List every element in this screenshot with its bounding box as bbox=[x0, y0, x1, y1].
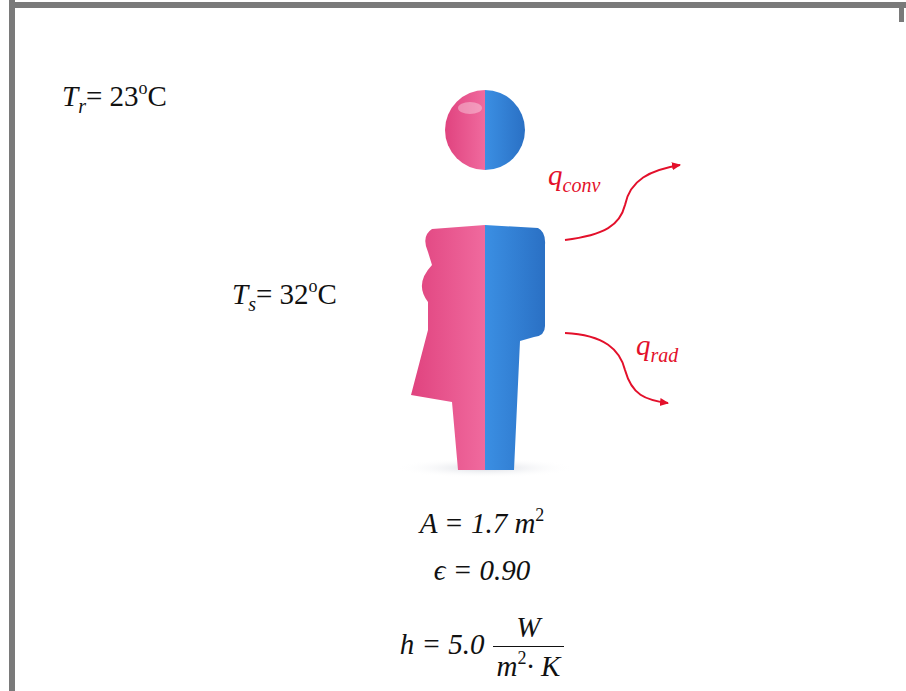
numerator: W bbox=[493, 612, 565, 647]
subscript: r bbox=[78, 95, 86, 117]
body-blue bbox=[485, 225, 545, 470]
body-pink bbox=[411, 225, 485, 470]
unit: m bbox=[497, 650, 518, 682]
value: = 23 bbox=[86, 80, 139, 112]
value: = 32 bbox=[256, 278, 309, 310]
convection-coefficient: h = 5.0Wm2· K bbox=[400, 612, 565, 683]
unit: · K bbox=[526, 650, 560, 682]
head-highlight bbox=[458, 102, 482, 114]
frame-left bbox=[9, 0, 15, 691]
symbol: T bbox=[232, 278, 248, 310]
radiation-arrow bbox=[565, 333, 668, 403]
subscript: conv bbox=[563, 174, 601, 196]
exponent: 2 bbox=[535, 505, 544, 525]
symbol: q bbox=[548, 159, 563, 191]
denominator: m2· K bbox=[493, 647, 565, 683]
subscript: rad bbox=[651, 344, 679, 366]
symbol: T bbox=[62, 80, 78, 112]
degree-mark: o bbox=[309, 276, 318, 296]
head-blue bbox=[485, 90, 525, 170]
emissivity-value: ϵ = 0.90 bbox=[434, 553, 531, 588]
unit: C bbox=[148, 80, 167, 112]
room-temperature: Tr= 23oC bbox=[62, 78, 167, 118]
frame-top bbox=[9, 2, 906, 8]
convection-label: qconv bbox=[548, 158, 600, 197]
symbol: q bbox=[636, 329, 651, 361]
unit: C bbox=[318, 278, 337, 310]
degree-mark: o bbox=[139, 78, 148, 98]
exponent: 2 bbox=[517, 648, 526, 668]
skin-temperature: Ts= 32oC bbox=[232, 276, 337, 316]
frame-right bbox=[899, 2, 904, 22]
area-value: A = 1.7 m2 bbox=[420, 505, 545, 541]
value: h = 5.0 bbox=[400, 628, 485, 660]
head-pink bbox=[445, 90, 485, 170]
radiation-label: qrad bbox=[636, 328, 678, 367]
subscript: s bbox=[248, 293, 256, 315]
value: A = 1.7 m bbox=[420, 507, 536, 539]
unit-fraction: Wm2· K bbox=[493, 612, 565, 683]
value: ϵ = 0.90 bbox=[434, 554, 531, 586]
unit: W bbox=[516, 611, 540, 643]
